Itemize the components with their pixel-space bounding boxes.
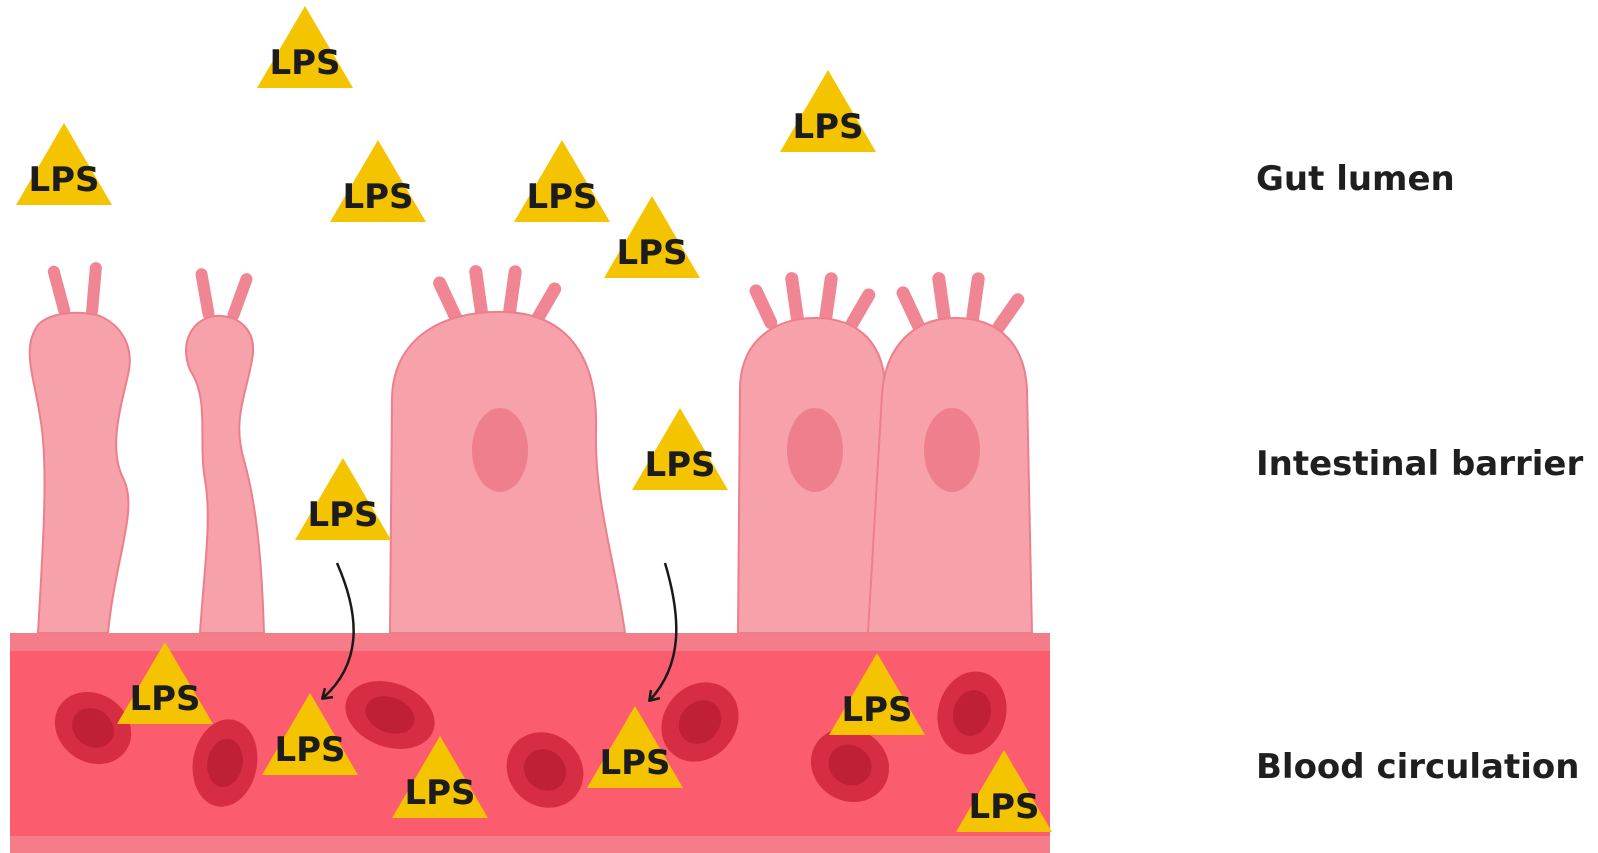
- blood-bottom-edge: [10, 836, 1050, 853]
- lps-label: LPS: [274, 730, 345, 770]
- lps-label: LPS: [841, 690, 912, 730]
- microvilli: [195, 267, 255, 322]
- cell-nucleus: [787, 408, 843, 492]
- epithelial-cell-large: [390, 264, 625, 633]
- lps-label: LPS: [269, 43, 340, 83]
- epithelial-cell-right-2: [868, 271, 1032, 633]
- cell-nucleus: [472, 408, 528, 492]
- lps-molecule-barrier: LPS: [295, 458, 391, 540]
- lps-label: LPS: [307, 495, 378, 535]
- lps-label: LPS: [342, 177, 413, 217]
- label-blood-circulation: Blood circulation: [1256, 747, 1579, 787]
- intestinal-barrier: [30, 262, 1032, 633]
- region-labels: Gut lumen Intestinal barrier Blood circu…: [1256, 159, 1583, 787]
- microvilli: [46, 262, 102, 318]
- lps-molecule-barrier: LPS: [632, 408, 728, 490]
- epithelial-cell-thin-1: [30, 262, 130, 633]
- lps-label: LPS: [644, 445, 715, 485]
- epithelial-cell-right-1: [738, 271, 885, 633]
- cell-nucleus: [924, 408, 980, 492]
- lps-label: LPS: [792, 107, 863, 147]
- lps-molecule-lumen: LPS: [257, 6, 353, 88]
- lps-molecule-lumen: LPS: [780, 70, 876, 152]
- lps-molecule-lumen: LPS: [604, 196, 700, 278]
- lps-label: LPS: [599, 743, 670, 783]
- label-gut-lumen: Gut lumen: [1256, 159, 1455, 199]
- lps-label: LPS: [28, 160, 99, 200]
- lps-molecule-lumen: LPS: [330, 140, 426, 222]
- lps-label: LPS: [616, 233, 687, 273]
- epithelial-cell-thin-2: [186, 267, 264, 633]
- lps-label: LPS: [968, 787, 1039, 827]
- lps-molecule-lumen: LPS: [16, 123, 112, 205]
- lps-molecule-lumen: LPS: [514, 140, 610, 222]
- lps-label: LPS: [404, 773, 475, 813]
- lps-label: LPS: [526, 177, 597, 217]
- lps-label: LPS: [129, 679, 200, 719]
- label-intestinal-barrier: Intestinal barrier: [1256, 444, 1583, 484]
